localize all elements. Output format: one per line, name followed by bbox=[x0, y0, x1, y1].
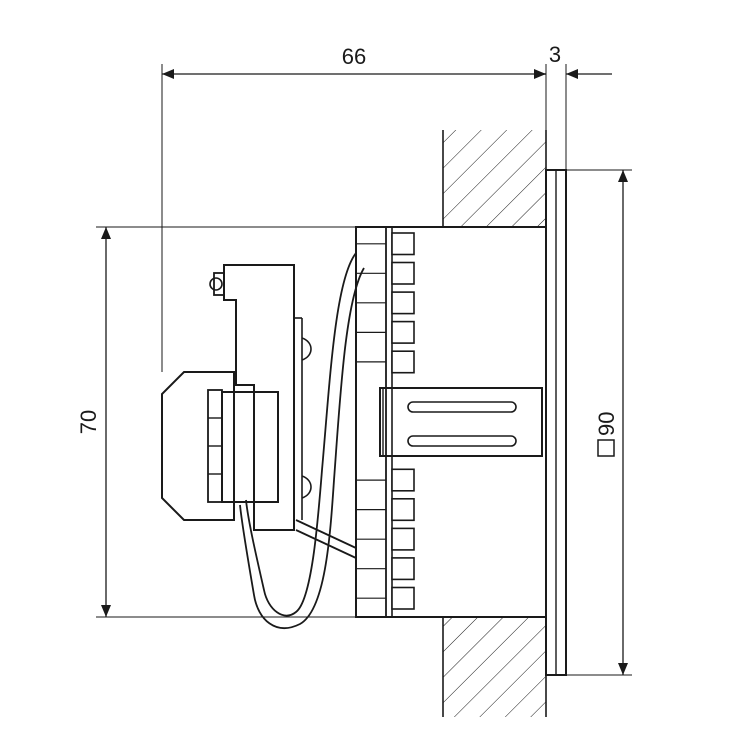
dimension-width-flange: 3 bbox=[536, 42, 612, 170]
dimension-square: 90 bbox=[566, 169, 632, 676]
housing-body bbox=[355, 226, 547, 618]
dim-label-width-main: 66 bbox=[342, 44, 366, 69]
terminal-fin bbox=[391, 232, 415, 256]
dimension-width-main: 66 bbox=[161, 44, 547, 372]
dim-label-height-body: 70 bbox=[76, 410, 101, 434]
terminal-fin bbox=[391, 291, 415, 315]
cover-plate bbox=[545, 169, 567, 676]
terminal-strip bbox=[355, 226, 415, 618]
terminal-fin bbox=[391, 468, 415, 492]
wire-bundle bbox=[239, 252, 365, 629]
terminal-fin bbox=[391, 350, 415, 374]
terminal-fin bbox=[391, 557, 415, 581]
terminal-fin bbox=[391, 497, 415, 522]
sensor-module bbox=[209, 264, 312, 531]
square-symbol-icon bbox=[597, 439, 615, 457]
wall-bottom bbox=[442, 617, 547, 717]
dim-label-width-flange: 3 bbox=[549, 42, 561, 67]
dim-label-square: 90 bbox=[594, 412, 619, 436]
terminal-fin bbox=[391, 527, 415, 551]
terminal-fin bbox=[391, 261, 415, 285]
connector-block bbox=[161, 371, 279, 521]
dimension-height-body: 70 bbox=[76, 226, 356, 618]
wall-top bbox=[442, 130, 547, 227]
terminal-fin bbox=[391, 586, 415, 610]
knob-shaft bbox=[379, 387, 543, 457]
terminal-fin bbox=[391, 320, 415, 344]
